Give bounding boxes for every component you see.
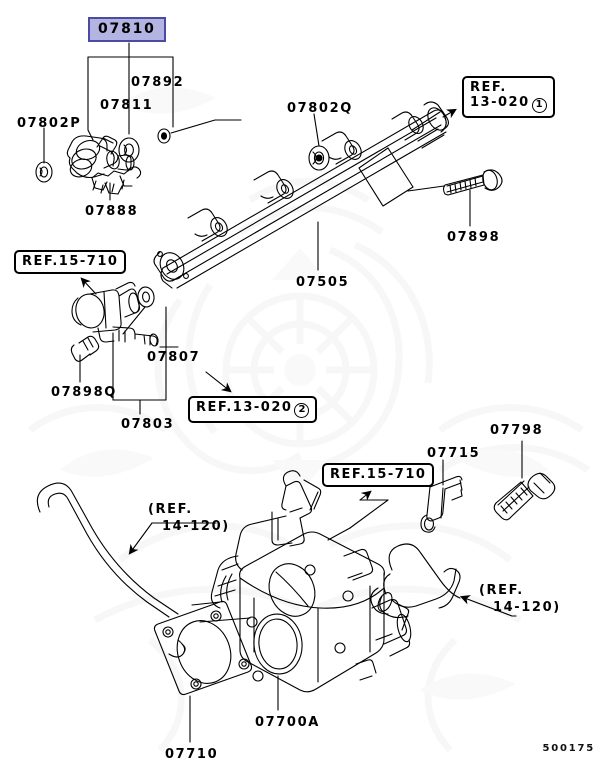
part-label-07710[interactable]: 07710 [165,747,219,762]
paren-ref-left-line2: 14-120) [162,519,230,534]
sheet-id: 500175 [542,743,595,754]
ref-box-13-020-1-code: 13-020 [470,95,530,110]
part-label-07715[interactable]: 07715 [427,446,481,461]
paren-ref-14-120-left: (REF. 14-120) [148,503,230,534]
paren-ref-right-line1: (REF. [479,583,524,598]
ref-box-15-710-lower-label: REF.15-710 [330,467,427,482]
ref-box-15-710-upper-label: REF.15-710 [22,254,119,269]
circled-number-1: 1 [531,98,547,113]
ref-box-15-710-upper[interactable]: REF.15-710 [14,250,127,274]
part-label-07700A[interactable]: 07700A [255,715,320,730]
highlighted-part-number[interactable]: 07810 [88,17,166,42]
part-label-07803[interactable]: 07803 [121,417,175,432]
ref-box-15-710-lower[interactable]: REF.15-710 [322,463,435,487]
part-label-07898[interactable]: 07898 [447,230,501,245]
part-label-07888[interactable]: 07888 [85,204,139,219]
paren-ref-right-line2: 14-120) [493,600,561,615]
ref-box-13-020-1-line1: REF. [470,80,507,95]
part-label-07898Q[interactable]: 07898Q [51,385,117,400]
part-label-07802P[interactable]: 07802P [17,116,82,131]
paren-ref-14-120-right: (REF. 14-120) [479,584,561,615]
ref-box-13-020-2-label: REF.13-020 [196,400,293,415]
part-label-07807[interactable]: 07807 [147,350,201,365]
part-label-07892[interactable]: 07892 [131,75,185,90]
part-label-07798[interactable]: 07798 [490,423,544,438]
part-label-07811[interactable]: 07811 [100,98,154,113]
part-label-07802Q[interactable]: 07802Q [287,101,353,116]
part-label-07505[interactable]: 07505 [296,275,350,290]
circled-number-2: 2 [294,403,310,418]
paren-ref-left-line1: (REF. [148,502,193,517]
